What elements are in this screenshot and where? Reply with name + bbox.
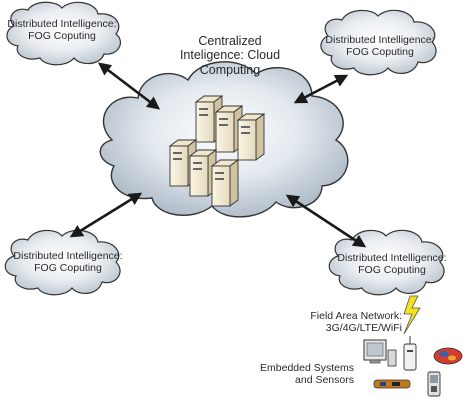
embedded-line1: Embedded Systems — [260, 362, 354, 374]
server-cluster — [168, 95, 266, 207]
fog-label-line1: Distributed Intelligence: — [7, 18, 117, 30]
embedded-systems-label: Embedded Systems and Sensors — [234, 362, 354, 386]
fog-cloud-top-left — [6, 1, 121, 66]
central-label-line2: Inteligence: Cloud — [179, 48, 281, 63]
handheld-device-icon — [427, 371, 441, 397]
fog-label-top-left: Distributed Intelligence: FOG Coputing — [0, 18, 132, 42]
arrow-bottom-right — [285, 194, 367, 248]
server-icon — [210, 159, 240, 207]
sensor-chip-icon — [433, 347, 463, 365]
fog-label-line2: FOG Coputing — [34, 262, 102, 275]
arrow-top-right — [293, 74, 349, 104]
lightning-icon — [403, 295, 421, 335]
fog-label-line1: Distributed Intelligence: — [337, 252, 447, 264]
fog-label-line2: FOG Coputing — [358, 264, 426, 277]
router-icon — [403, 336, 417, 371]
arrow-top-left — [97, 62, 161, 110]
central-label-line1: Centralized — [198, 34, 262, 48]
embedded-line2: and Sensors — [295, 374, 354, 387]
field-network-line1: Field Area Network: — [310, 310, 402, 322]
central-label-line3: Computing — [199, 62, 261, 77]
server-icon — [236, 113, 266, 161]
computer-icon — [363, 339, 397, 367]
fog-cloud-bottom-left — [4, 229, 121, 296]
fog-label-line2: FOG Coputing — [346, 46, 414, 59]
fog-label-bottom-right: Distributed Intelligence: FOG Coputing — [322, 252, 462, 276]
fog-label-bottom-left: Distributed Intelligence: FOG Coputing — [0, 250, 138, 274]
arrow-bottom-left — [69, 192, 143, 238]
fog-label-line2: FOG Coputing — [28, 30, 96, 43]
fog-cloud-top-right — [320, 9, 437, 76]
field-network-label: Field Area Network: 3G/4G/LTE/WiFi — [292, 310, 402, 334]
fog-label-line1: Distributed Intelligence: — [325, 34, 435, 46]
fog-label-line1: Distributed Intelligence: — [13, 250, 123, 262]
embedded-board-icon — [373, 379, 411, 389]
fog-label-top-right: Distributed Intelligence: FOG Coputing — [310, 34, 450, 58]
field-network-line2: 3G/4G/LTE/WiFi — [325, 322, 402, 335]
central-cloud-label: Centralized Inteligence: Cloud Computing — [150, 34, 310, 77]
